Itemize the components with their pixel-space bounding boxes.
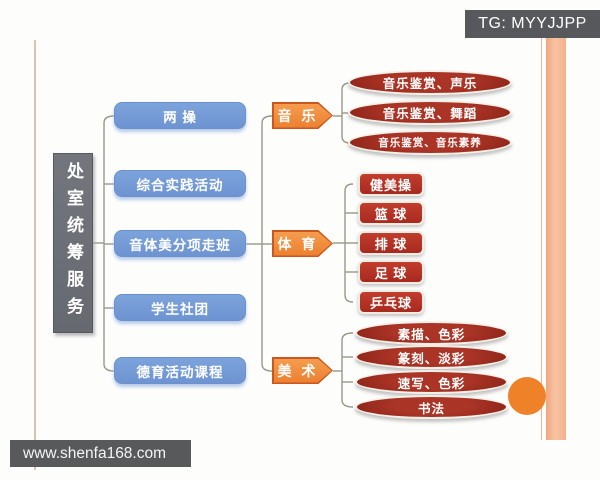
left-border-line: [34, 40, 36, 470]
leaf-node-sketch-color: 素描、色彩: [355, 321, 508, 345]
site-watermark: www.shenfa168.com: [10, 440, 191, 467]
level1-node-xuesheng-shetuan: 学生社团: [114, 294, 246, 321]
leaf-node-pingpong: 乒乓球: [358, 290, 424, 314]
leaf-node-football: 足 球: [358, 260, 424, 284]
leaf-node-aerobics: 健美操: [358, 172, 424, 196]
branch-node-sports-label: 体 育: [277, 235, 319, 252]
root-node: 处室统筹服务: [53, 153, 93, 333]
pentagon-shape-inner: [273, 231, 332, 256]
leaf-node-quicksketch-color: 速写、色彩: [355, 370, 508, 394]
right-border-thin-line: [541, 38, 542, 440]
level1-node-deyu-huodong: 德育活动课程: [114, 357, 246, 384]
level1-node-yintimei-zouban: 音体美分项走班: [114, 230, 246, 257]
leaf-node-calligraphy: 书法: [355, 395, 508, 419]
branch-node-sports: 体 育: [272, 230, 333, 257]
level1-node-zonghe-shijian: 综合实践活动: [114, 170, 246, 197]
leaf-node-seal-wash: 篆刻、淡彩: [355, 345, 508, 369]
accent-circle: [508, 377, 546, 415]
branch-node-music: 音 乐: [272, 102, 333, 129]
tg-badge: TG: MYYJJPP: [465, 10, 600, 38]
leaf-node-volleyball: 排 球: [358, 231, 424, 255]
root-node-label: 处室统筹服务: [64, 162, 83, 324]
pentagon-shape-inner: [273, 358, 332, 383]
leaf-node-music-vocal: 音乐鉴赏、声乐: [348, 70, 512, 95]
leaf-node-music-literacy: 音乐鉴赏、音乐素养: [348, 130, 512, 155]
leaf-node-music-dance: 音乐鉴赏、舞蹈: [348, 100, 512, 125]
pentagon-shape-inner: [273, 103, 332, 128]
branch-node-art: 美 术: [272, 357, 333, 384]
level1-node-liangcao: 两 操: [114, 102, 246, 129]
branch-node-art-label: 美 术: [277, 362, 319, 379]
leaf-node-basketball: 篮 球: [358, 201, 424, 225]
branch-node-music-label: 音 乐: [277, 107, 319, 124]
right-border-bar: [546, 38, 566, 440]
